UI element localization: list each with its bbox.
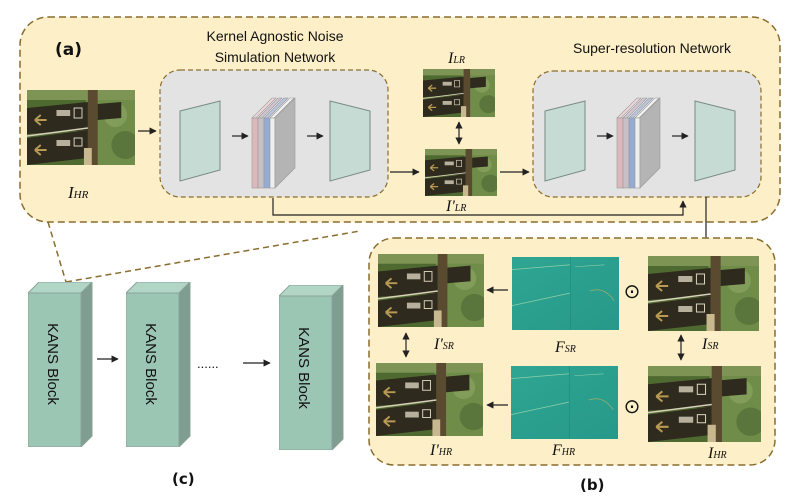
kans-network-title-line1: Kernel Agnostic Noise — [207, 28, 344, 44]
kans-block-2-label: KANS Block — [142, 323, 159, 405]
f-hr-label: FHR — [551, 442, 575, 459]
hadamard-op-top: ⊙ — [624, 281, 641, 303]
panel-c-tag: (c) — [172, 470, 195, 488]
lr-image — [423, 69, 495, 117]
i-hr-prime-label: I'HR — [429, 442, 452, 459]
i-sr-label: ISR — [701, 336, 718, 353]
f-sr-label: FSR — [554, 339, 576, 356]
kans-block-1-label: KANS Block — [44, 323, 61, 405]
i-hr-image — [648, 366, 761, 442]
f-hr-feature-map — [511, 366, 618, 439]
kans-block-n-label: KANS Block — [295, 327, 312, 409]
panel-b-tag: (b) — [580, 476, 604, 494]
i-hr-prime-image — [376, 363, 483, 436]
lr-prime-label: I'LR — [445, 198, 466, 215]
panel-c: KANS Block KANS Block ...... KANS Block … — [28, 282, 344, 488]
kans-network-title-line2: Simulation Network — [215, 49, 337, 65]
skip-connection-arrow — [272, 198, 687, 216]
i-sr-image — [648, 256, 759, 331]
panel-a-tag: (a) — [55, 40, 82, 60]
sr-network-title: Super-resolution Network — [573, 40, 732, 56]
ellipsis: ...... — [197, 356, 219, 371]
zoom-guide-left — [47, 221, 67, 283]
i-sr-prime-image — [378, 254, 484, 327]
zoom-guide-right — [65, 230, 361, 283]
i-hr-label: IHR — [707, 445, 727, 462]
panel-a: (a) Kernel Agnostic Noise Simulation Net… — [19, 16, 781, 255]
panel-b: I'SR FSR ⊙ ISR I'HR FHR ⊙ IHR (b) — [368, 237, 776, 494]
i-sr-prime-label: I'SR — [433, 336, 454, 353]
input-hr-label: IHR — [67, 183, 89, 202]
hadamard-op-bottom: ⊙ — [624, 396, 641, 418]
lr-label: ILR — [447, 50, 465, 67]
lr-prime-image — [425, 149, 497, 196]
input-hr-image — [27, 90, 135, 165]
f-sr-feature-map — [512, 257, 619, 330]
